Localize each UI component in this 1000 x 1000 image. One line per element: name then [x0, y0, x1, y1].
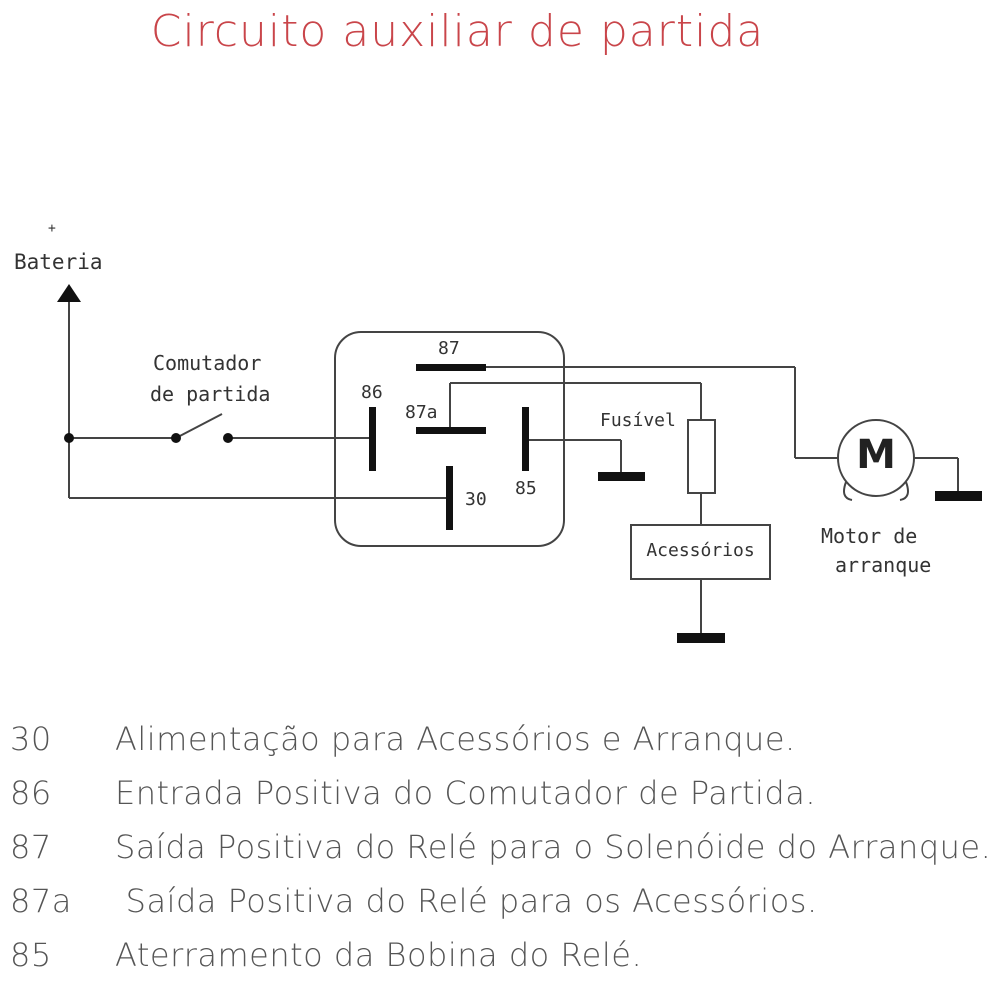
- diagram-title: Circuito auxiliar de partida: [150, 6, 765, 57]
- motor-label-line1: Motor de: [821, 524, 918, 548]
- legend-code: 85: [10, 936, 52, 974]
- ground-accessories: [677, 633, 725, 643]
- battery-plus-label: +: [48, 221, 56, 236]
- terminal-87a-label: 87a: [405, 402, 438, 423]
- switch-label-line1: Comutador: [153, 351, 262, 375]
- legend-row: 87a Saída Positiva do Relé para os Acess…: [10, 874, 991, 928]
- battery-label: Bateria: [14, 250, 103, 274]
- terminal-legend: 30 Alimentação para Acessórios e Arranqu…: [10, 712, 991, 982]
- terminal-86-label: 86: [361, 382, 383, 403]
- junction-dot: [64, 433, 74, 443]
- legend-code: 87a: [10, 882, 72, 920]
- legend-code: 86: [10, 774, 52, 812]
- motor-symbol: M: [856, 432, 896, 478]
- legend-row: 30 Alimentação para Acessórios e Arranqu…: [10, 712, 991, 766]
- terminal-30-bar: [446, 466, 453, 530]
- motor-base: [843, 481, 909, 501]
- terminal-87-label: 87: [438, 338, 460, 359]
- switch-label-line2: de partida: [150, 382, 271, 406]
- legend-text: Saída Positiva do Relé para os Acessório…: [115, 882, 818, 920]
- terminal-85-bar: [522, 407, 529, 471]
- legend-code: 30: [10, 720, 52, 758]
- ground-motor: [935, 491, 982, 501]
- switch-contact-right: [223, 433, 233, 443]
- legend-row: 87 Saída Positiva do Relé para o Solenói…: [10, 820, 991, 874]
- motor-label-line2: arranque: [835, 553, 932, 577]
- legend-text: Aterramento da Bobina do Relé.: [115, 936, 643, 974]
- fuse-label: Fusível: [600, 410, 676, 431]
- terminal-30-label: 30: [465, 489, 487, 510]
- terminal-87a-bar: [416, 427, 486, 434]
- switch-contact-left: [171, 433, 181, 443]
- accessories-label: Acessórios: [646, 540, 755, 561]
- legend-text: Saída Positiva do Relé para o Solenóide …: [115, 828, 992, 866]
- legend-text: Entrada Positiva do Comutador de Partida…: [115, 774, 816, 812]
- legend-code: 87: [10, 828, 52, 866]
- terminal-86-bar: [369, 407, 376, 471]
- legend-text: Alimentação para Acessórios e Arranque.: [115, 720, 796, 758]
- legend-row: 86 Entrada Positiva do Comutador de Part…: [10, 766, 991, 820]
- terminal-87-bar: [416, 364, 486, 371]
- terminal-85-label: 85: [515, 478, 537, 499]
- battery-arrow: [57, 284, 81, 302]
- switch-lever: [175, 413, 223, 439]
- ground-85: [598, 472, 645, 481]
- fuse: [687, 419, 716, 494]
- legend-row: 85 Aterramento da Bobina do Relé.: [10, 928, 991, 982]
